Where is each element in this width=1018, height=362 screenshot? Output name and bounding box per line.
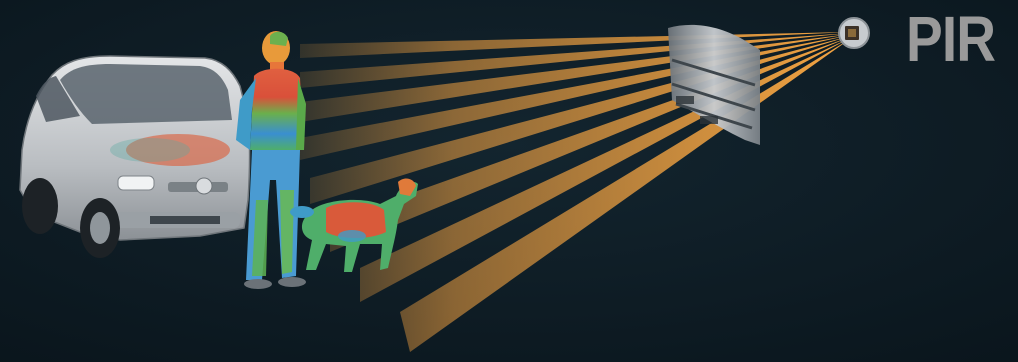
pir-sensor bbox=[839, 18, 869, 48]
car-wheel bbox=[22, 178, 58, 234]
pir-title: PIR bbox=[906, 4, 995, 74]
